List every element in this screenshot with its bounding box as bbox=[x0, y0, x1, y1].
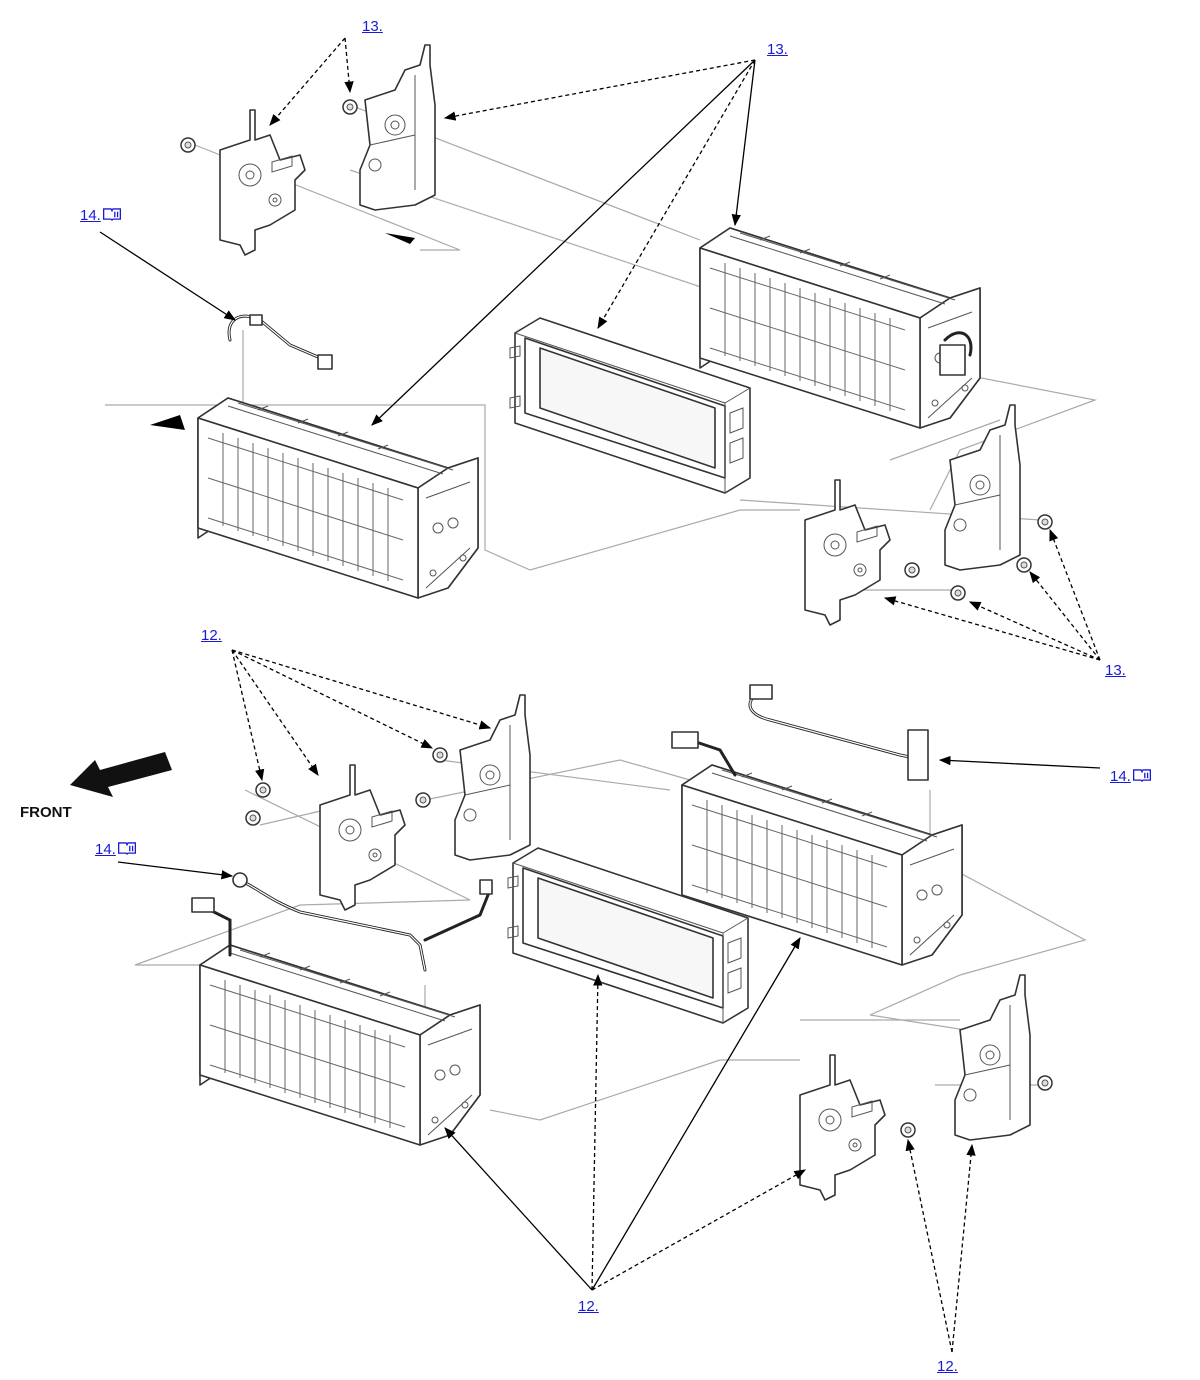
nut bbox=[342, 99, 358, 115]
info-book-icon bbox=[117, 842, 136, 855]
upper-rear-bracket bbox=[359, 44, 436, 211]
ref-link-14-label: 14. bbox=[1110, 768, 1131, 785]
info-book-icon bbox=[1132, 769, 1151, 782]
nut bbox=[255, 782, 271, 798]
wire-harness bbox=[939, 331, 973, 376]
nut bbox=[1016, 557, 1032, 573]
nut bbox=[900, 1122, 916, 1138]
lower-bracket-left bbox=[799, 1054, 886, 1201]
callout-arrow-14-right bbox=[938, 755, 1101, 769]
callout-arrows-13-top-right bbox=[371, 59, 756, 426]
ref-link-13[interactable]: 13. bbox=[362, 18, 383, 35]
nut bbox=[1037, 514, 1053, 530]
callout-arrow-14-left bbox=[117, 861, 234, 880]
battery-module bbox=[197, 397, 479, 599]
direction-arrow bbox=[150, 415, 185, 430]
ref-link-12[interactable]: 12. bbox=[937, 1358, 958, 1375]
ref-link-13[interactable]: 13. bbox=[767, 41, 788, 58]
ref-link-12[interactable]: 12. bbox=[201, 627, 222, 644]
ref-link-14[interactable]: 14. bbox=[80, 207, 122, 225]
nut bbox=[245, 810, 261, 826]
nut bbox=[415, 792, 431, 808]
info-book-icon bbox=[102, 208, 121, 221]
nut bbox=[950, 585, 966, 601]
ref-link-12[interactable]: 12. bbox=[578, 1298, 599, 1315]
wire-harness bbox=[191, 872, 493, 972]
callout-arrows-12-bottom-right bbox=[905, 1138, 976, 1353]
callout-arrows-12-top bbox=[231, 649, 492, 782]
wire-harness bbox=[671, 684, 929, 781]
front-arrow-icon bbox=[70, 752, 172, 797]
front-direction-label: FRONT bbox=[20, 804, 72, 821]
lower-bracket-left bbox=[804, 479, 891, 626]
nut bbox=[432, 747, 448, 763]
ref-link-14-label: 14. bbox=[80, 207, 101, 224]
callout-arrows-12-bottom bbox=[444, 936, 807, 1291]
lower-bracket-right bbox=[944, 404, 1021, 571]
battery-module bbox=[199, 944, 481, 1146]
ref-link-14[interactable]: 14. bbox=[1110, 768, 1152, 786]
wire-harness bbox=[227, 314, 333, 370]
callout-arrows-13-right bbox=[883, 528, 1101, 661]
nut bbox=[1037, 1075, 1053, 1091]
upper-front-bracket bbox=[219, 109, 306, 256]
ref-link-14-label: 14. bbox=[95, 841, 116, 858]
nut bbox=[180, 137, 196, 153]
lower-bracket-right bbox=[954, 974, 1031, 1141]
direction-arrow bbox=[385, 233, 415, 244]
ref-link-13[interactable]: 13. bbox=[1105, 662, 1126, 679]
callout-arrows-13-top-left bbox=[269, 37, 354, 126]
upper-rear-bracket bbox=[454, 694, 531, 861]
nut bbox=[904, 562, 920, 578]
ref-link-14[interactable]: 14. bbox=[95, 841, 137, 859]
callout-arrow-14-top bbox=[99, 231, 236, 321]
upper-front-bracket bbox=[319, 764, 406, 911]
